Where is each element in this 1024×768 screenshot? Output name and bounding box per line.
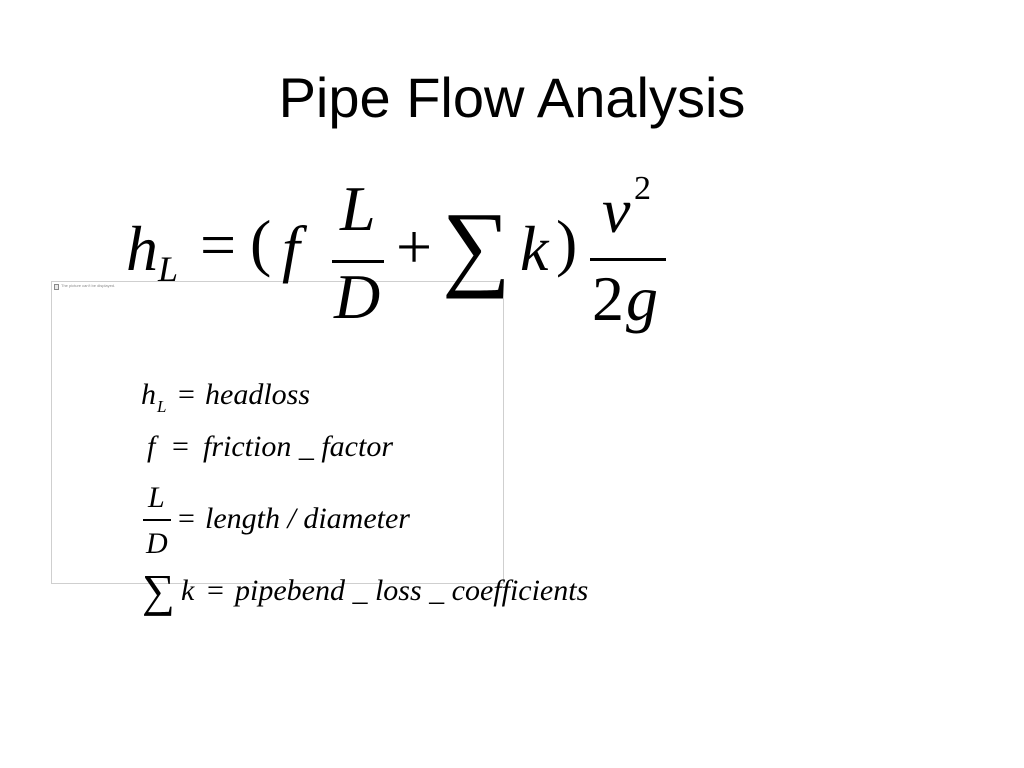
eq-open-paren: ( (250, 207, 272, 278)
eq-k-symbol: k (520, 213, 549, 284)
slide-title: Pipe Flow Analysis (278, 66, 746, 129)
eq-den-two: 2 (592, 263, 624, 334)
def1-text: headloss (205, 378, 310, 411)
def3-fraction-bar (143, 519, 171, 521)
broken-image-icon (54, 284, 59, 290)
def3-equals: = (178, 502, 195, 535)
eq-v-exponent: 2 (634, 170, 651, 207)
eq-velocity-fraction-bar (590, 258, 666, 261)
def1-l-subscript: L (157, 397, 167, 416)
eq-plus: + (396, 211, 433, 282)
def2-equals: = (172, 430, 189, 463)
eq-den-g: g (626, 263, 658, 334)
def3-l-numerator: L (148, 481, 165, 514)
eq-equals: = (200, 209, 237, 280)
def3-text: length / diameter (205, 502, 410, 535)
eq-sum-symbol: ∑ (442, 192, 511, 299)
eq-frac-numerator: L (340, 173, 376, 244)
def2-f-symbol: f (147, 430, 156, 463)
placeholder-text: The picture can't be displayed. (61, 283, 116, 288)
def1-equals: = (178, 378, 195, 411)
eq-h-symbol: h (126, 213, 158, 284)
def2-text: friction _ factor (203, 430, 393, 463)
eq-close-paren: ) (556, 207, 578, 278)
eq-l-subscript: L (158, 249, 179, 289)
def4-equals: = (207, 574, 224, 607)
eq-fraction-bar (332, 260, 384, 263)
def4-k-symbol: k (181, 574, 195, 607)
image-placeholder: The picture can't be displayed. (51, 281, 504, 584)
def3-d-denominator: D (146, 527, 168, 560)
def1-h-symbol: h (141, 378, 156, 411)
def4-text: pipebend _ loss _ coefficients (235, 574, 589, 607)
eq-frac-denominator: D (334, 261, 381, 332)
eq-v-symbol: v (602, 175, 631, 246)
eq-f-symbol: f (282, 213, 300, 284)
def4-sum-symbol: ∑ (142, 565, 175, 616)
